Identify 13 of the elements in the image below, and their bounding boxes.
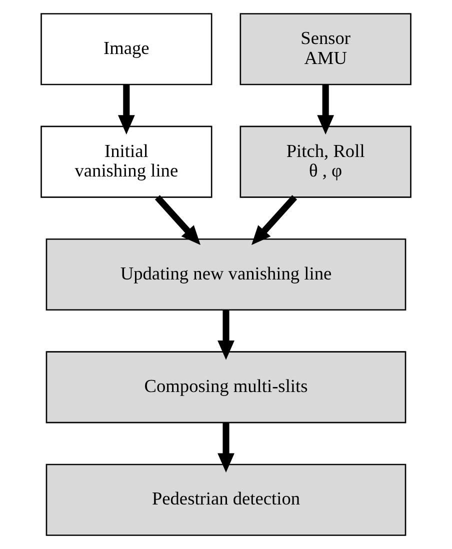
node-box: Sensor AMU xyxy=(240,13,412,86)
node-box: Composing multi-slits xyxy=(46,351,406,424)
arrow xyxy=(154,195,201,246)
node-box: Pedestrian detection xyxy=(46,464,406,536)
arrow xyxy=(118,84,135,134)
node-box: Image xyxy=(40,13,212,86)
node-box: Pitch, Roll θ , φ xyxy=(240,126,412,198)
arrow xyxy=(251,195,298,246)
arrow xyxy=(317,84,334,134)
node-box: Updating new vanishing line xyxy=(46,238,406,311)
arrow xyxy=(218,422,234,473)
arrow xyxy=(218,310,234,360)
node-box: Initial vanishing line xyxy=(40,126,212,198)
